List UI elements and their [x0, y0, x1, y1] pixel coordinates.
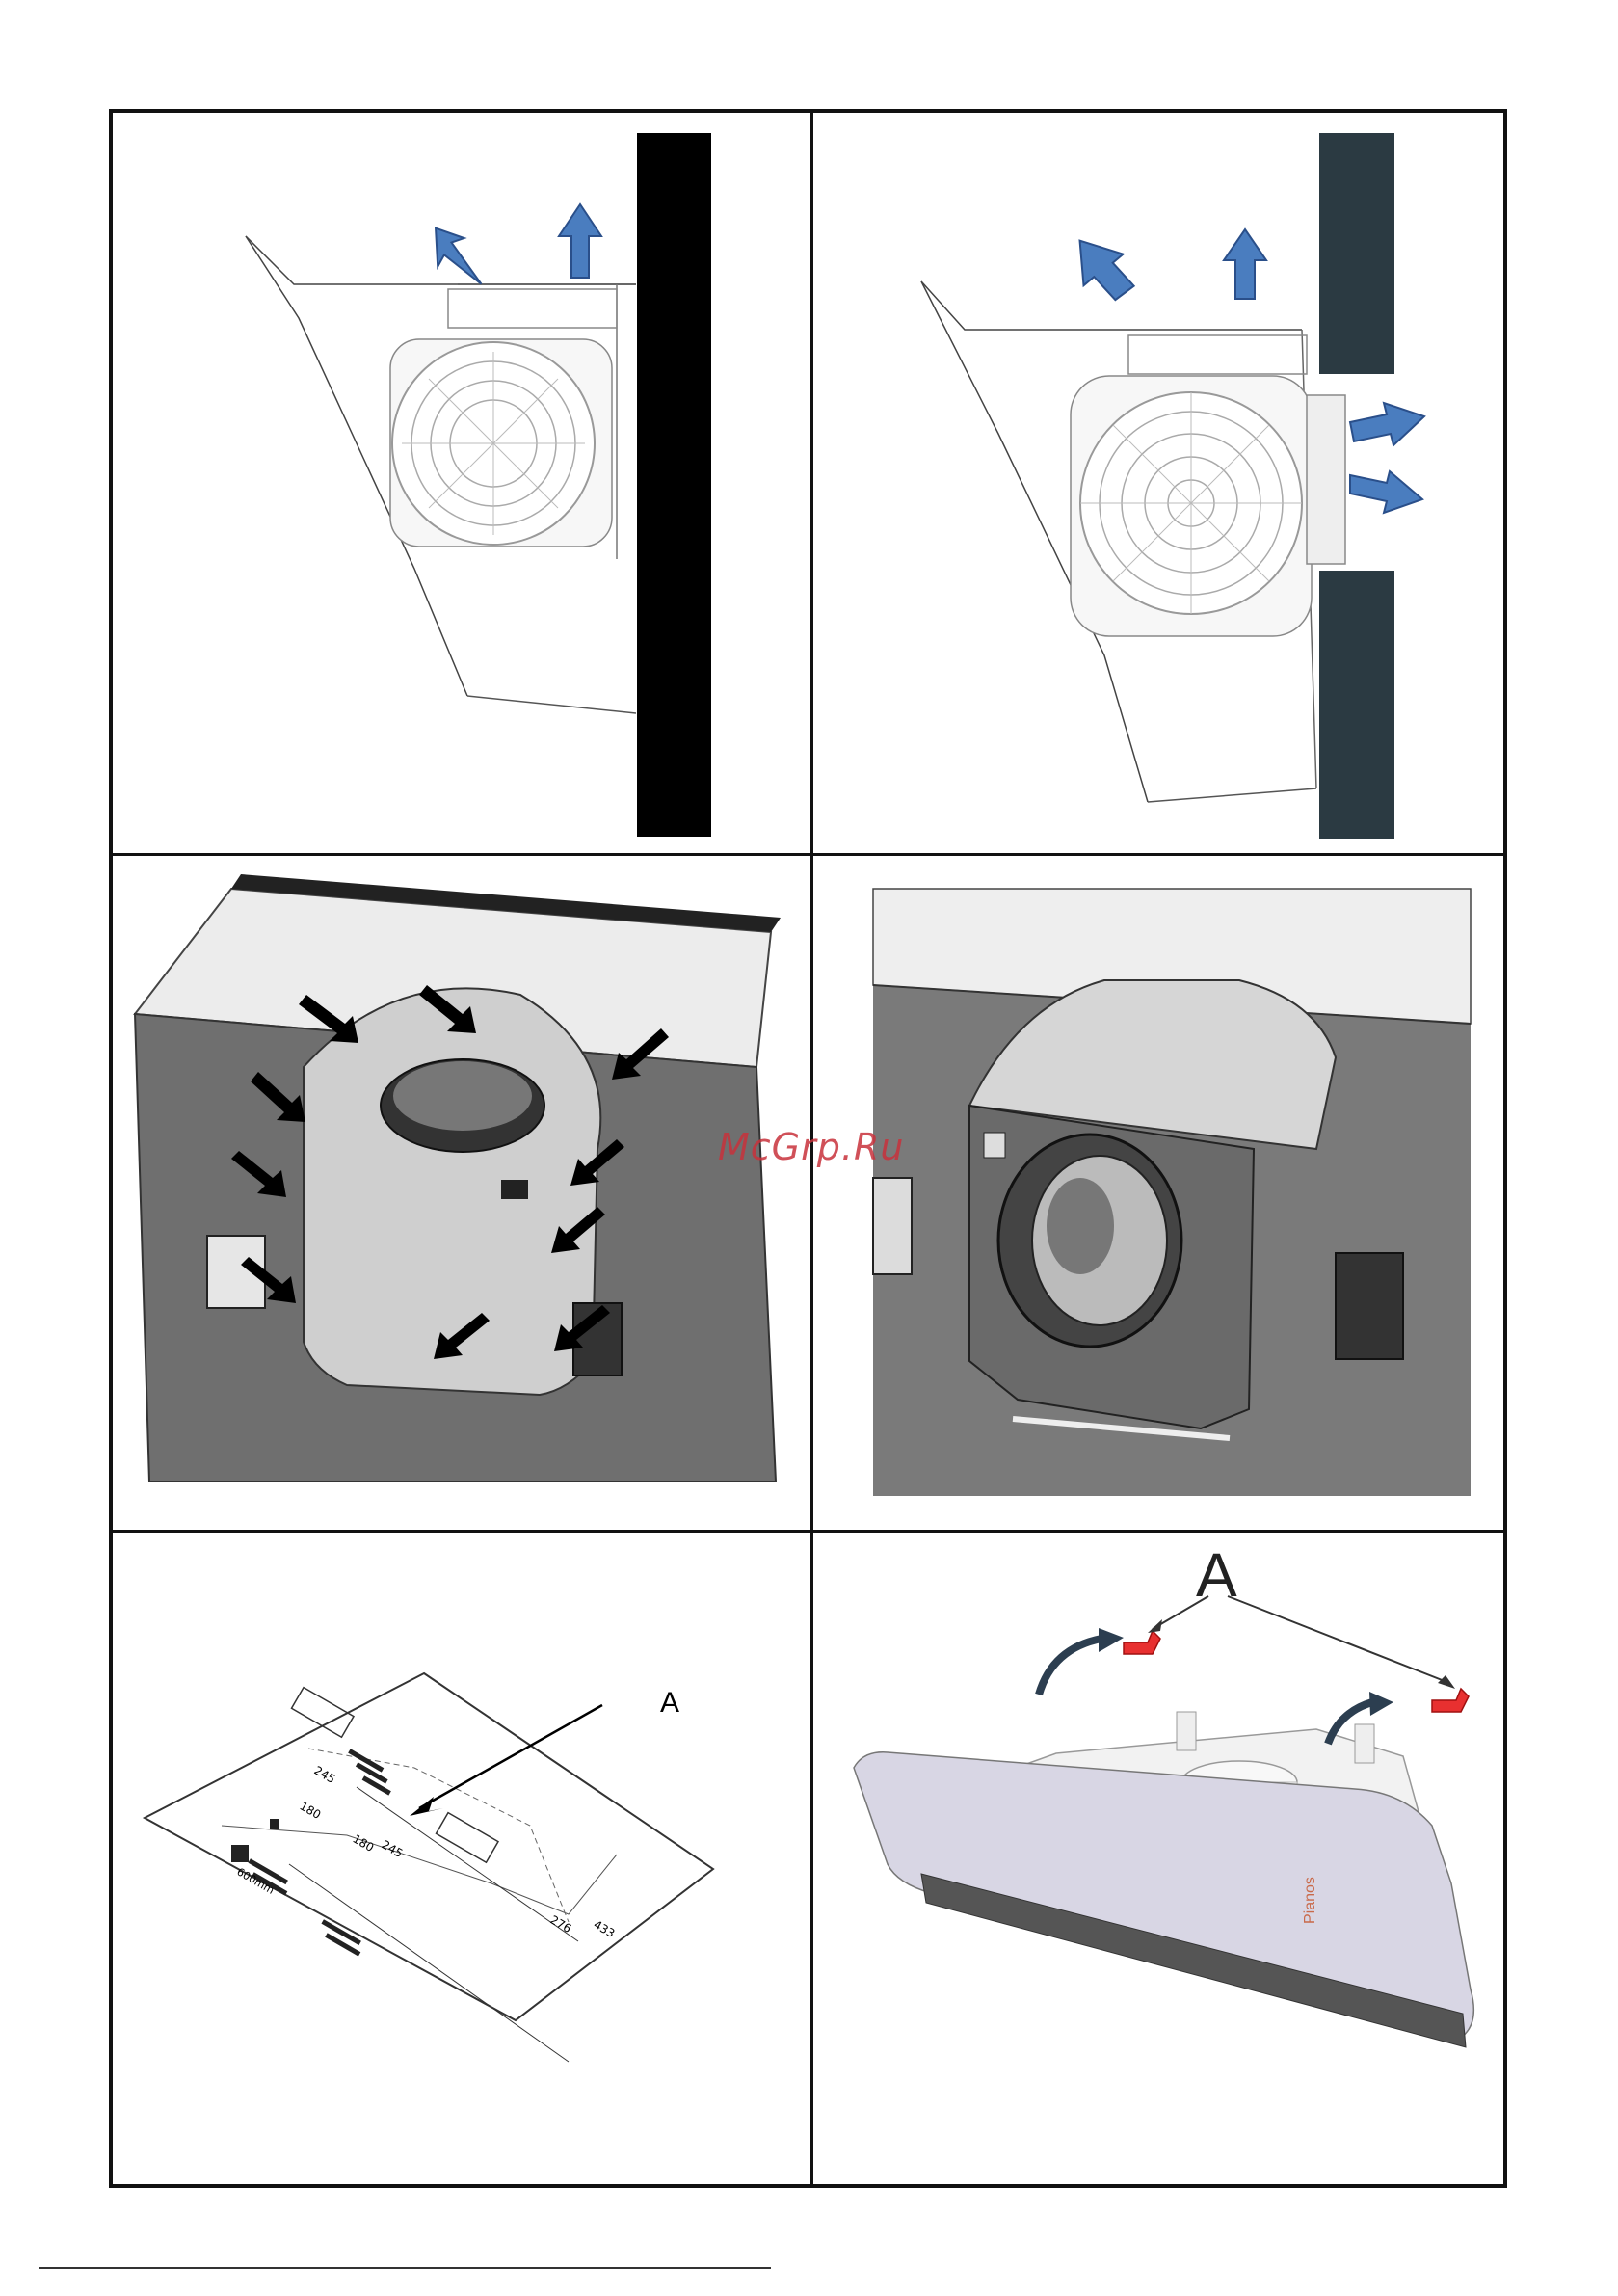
arrow-up-icon	[1224, 229, 1266, 299]
wall-dark-bottom	[1319, 571, 1394, 839]
label-a-brackets: A	[1196, 1540, 1237, 1610]
curved-arrow-icon	[1099, 1628, 1124, 1652]
wall-dark-top	[1319, 133, 1394, 374]
label-a-template: A	[660, 1687, 679, 1719]
arrow-right-icon	[1350, 403, 1424, 445]
bracket-right	[1432, 1689, 1469, 1712]
grid-divider-row1	[109, 853, 1507, 856]
svg-text:Pianos: Pianos	[1302, 1877, 1318, 1924]
footer-rule	[39, 2267, 771, 2269]
arrow-up-icon	[559, 204, 601, 278]
panel-hood-cover-screws	[116, 860, 808, 1527]
panel-hood-brackets: Pianos A	[815, 1536, 1501, 2184]
bracket-left	[1124, 1631, 1160, 1654]
arrow-right-icon	[1350, 471, 1422, 513]
grid-divider-row2	[109, 1530, 1507, 1533]
curved-arrow-icon	[1369, 1692, 1393, 1716]
watermark: McGrp.Ru	[718, 1126, 904, 1168]
panel-fan-wall-dark	[815, 116, 1501, 850]
wall-black	[637, 133, 711, 837]
panel-drilling-template: 245 180 180 245 276 433 600mm A	[116, 1536, 808, 2184]
panel-hood-ring-mounted	[815, 860, 1501, 1527]
panel-fan-wall-black	[116, 116, 808, 850]
